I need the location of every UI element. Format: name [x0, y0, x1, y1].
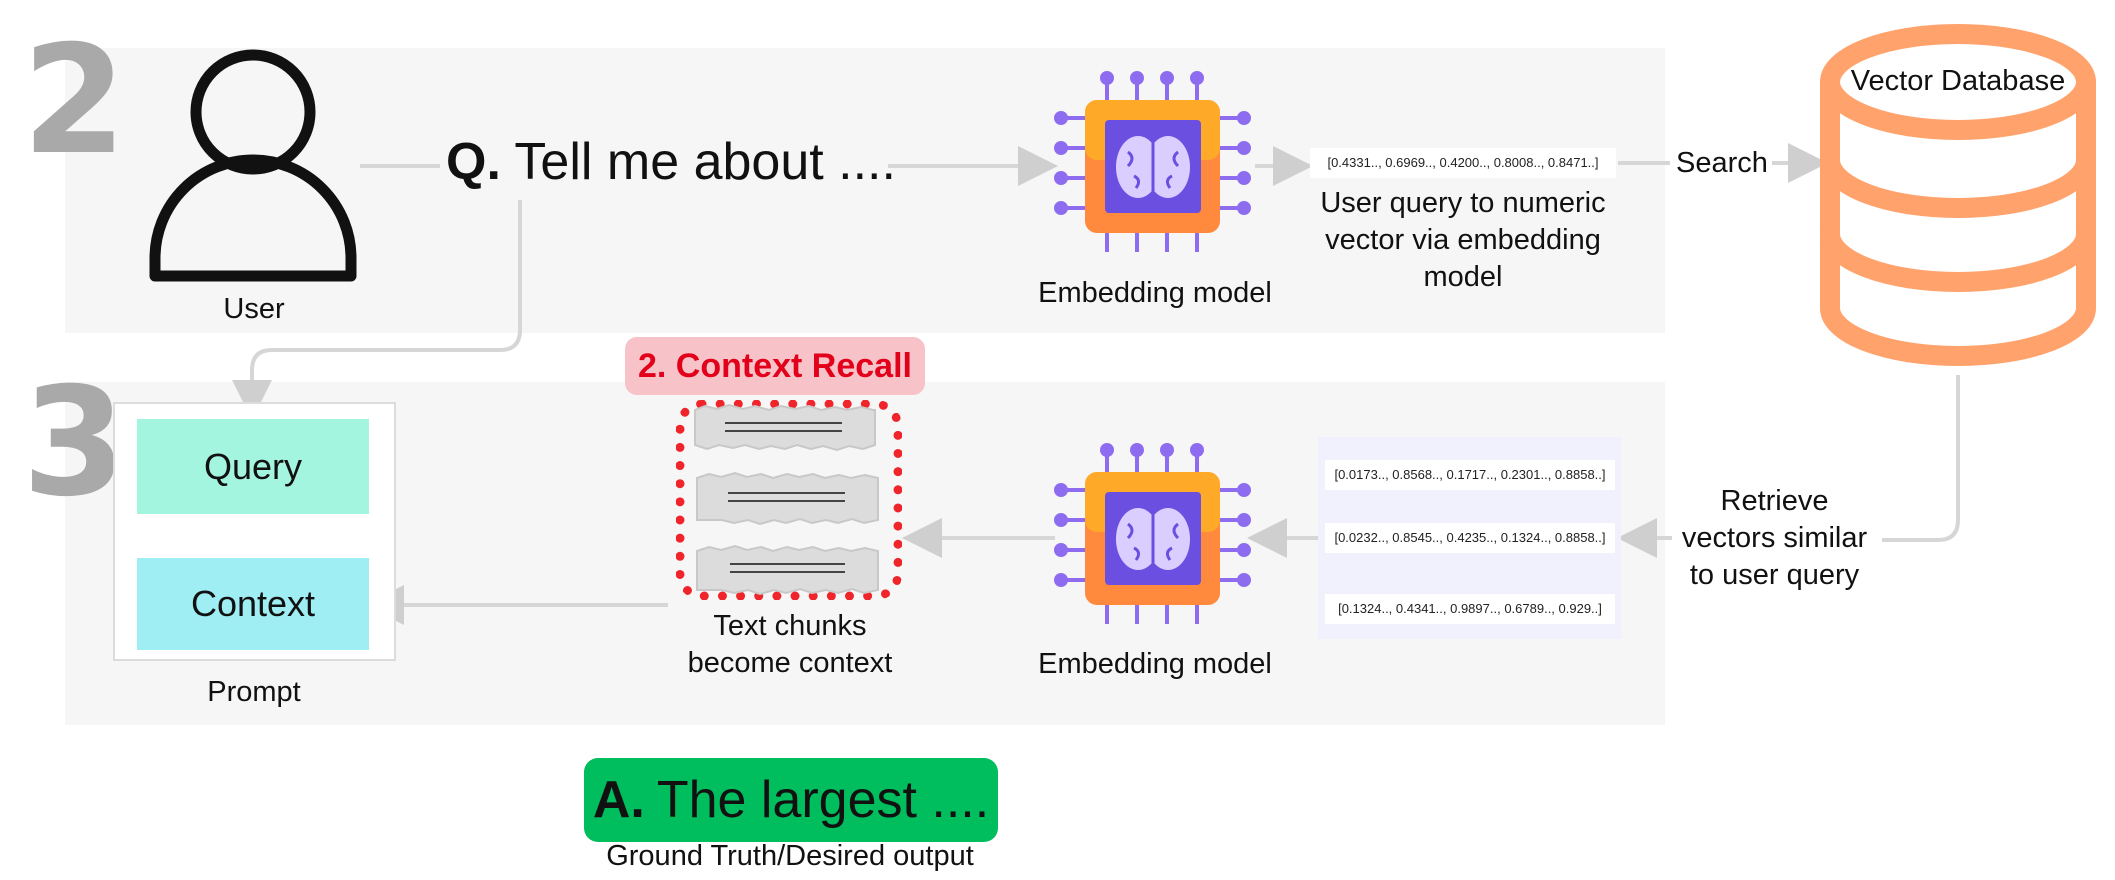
user-label: User: [223, 293, 285, 325]
retrieved-vector-1: [0.0173.., 0.8568.., 0.1717.., 0.2301..,…: [1325, 460, 1615, 490]
prompt-context-box: Context: [137, 558, 369, 650]
text-chunks-highlight: [676, 400, 902, 600]
answer-prefix: A.: [592, 771, 645, 829]
step-number-2: 2: [22, 14, 126, 188]
prompt-caption: Prompt: [207, 676, 301, 708]
query-embedding-panel: [65, 48, 1665, 333]
text-chunks-caption: Text chunks become context: [687, 610, 893, 680]
retrieve-label: Retrieve vectors similar to user query: [1681, 485, 1868, 592]
answer-caption: Ground Truth/Desired output: [606, 840, 974, 872]
retrieved-vector-3: [0.1324.., 0.4341.., 0.9897.., 0.6789..,…: [1325, 594, 1615, 624]
chip-pins-top-group: [1054, 71, 1251, 252]
query-vector-caption: User query to numeric vector via embeddi…: [1320, 187, 1606, 294]
answer-body: The largest ....: [656, 771, 990, 829]
database-to-retrieve-line: [1882, 375, 1960, 542]
step-number-3: 3: [22, 356, 126, 530]
retrieved-vector-2: [0.0232.., 0.8545.., 0.4235.., 0.1324..,…: [1325, 523, 1615, 553]
vector-database-label: Vector Database: [1850, 65, 2066, 97]
question-prefix: Q.: [446, 133, 501, 191]
question-body: Tell me about ....: [514, 133, 896, 191]
prompt-query-box: Query: [137, 419, 369, 514]
question-to-prompt-arrow: [232, 200, 522, 420]
embedding-model-top-label: Embedding model: [1038, 277, 1272, 309]
answer-box: A. The largest ....: [584, 758, 998, 842]
question-text: Q. Tell me about ....: [446, 136, 896, 188]
query-vector: [0.4331.., 0.6969.., 0.4200.., 0.8008..,…: [1310, 148, 1616, 178]
search-label: Search: [1676, 147, 1768, 179]
embedding-model-bottom-label: Embedding model: [1038, 648, 1272, 680]
context-recall-badge: 2. Context Recall: [625, 337, 925, 395]
